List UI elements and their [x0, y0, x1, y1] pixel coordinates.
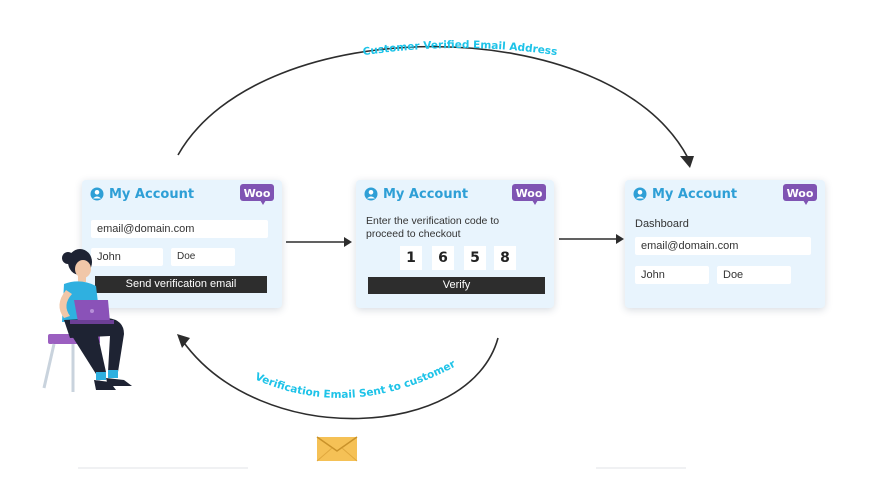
top-arc-arrowhead [680, 156, 694, 168]
arrow-right-icon [616, 234, 624, 244]
top-arc-label: Customer Verified Email Address [362, 39, 558, 58]
woo-logo: Woo [240, 184, 274, 205]
email-field[interactable]: email@domain.com [635, 237, 811, 255]
dashboard-heading: Dashboard [635, 218, 689, 230]
account-title: My Account [383, 186, 469, 202]
user-circle-icon [633, 187, 647, 201]
email-field[interactable]: email@domain.com [91, 220, 268, 238]
card-enter-code: My Account Woo Enter the verification co… [356, 180, 554, 308]
code-digit[interactable]: 5 [464, 246, 486, 270]
woo-logo: Woo [512, 184, 546, 205]
card-dashboard: My Account Woo Dashboard email@domain.co… [625, 180, 825, 308]
top-arc [177, 45, 689, 159]
verify-button[interactable]: Verify [368, 277, 545, 294]
bottom-arc [181, 337, 499, 420]
code-digit[interactable]: 1 [400, 246, 422, 270]
woo-logo: Woo [783, 184, 817, 205]
baseline-strip [78, 467, 248, 469]
send-verification-button[interactable]: Send verification email [95, 276, 267, 293]
first-name-field[interactable]: John [635, 266, 709, 284]
bottom-arc-arrowhead [177, 334, 190, 348]
account-title: My Account [109, 186, 195, 202]
svg-text:Woo: Woo [516, 187, 543, 200]
card-header: My Account [625, 180, 825, 208]
last-name-field[interactable]: Doe [171, 248, 235, 266]
code-digit[interactable]: 8 [494, 246, 516, 270]
user-circle-icon [364, 187, 378, 201]
instruction-line-1: Enter the verification code to [366, 215, 500, 227]
svg-text:Woo: Woo [787, 187, 814, 200]
baseline-strip [596, 467, 686, 469]
code-digit[interactable]: 6 [432, 246, 454, 270]
account-title: My Account [652, 186, 738, 202]
instruction-line-2: proceed to checkout [366, 228, 461, 240]
first-name-field[interactable]: John [91, 248, 163, 266]
user-circle-icon [90, 187, 104, 201]
card-send-verification: My Account Woo email@domain.com John Doe… [82, 180, 282, 308]
card-header: My Account [82, 180, 282, 208]
bottom-arc-label: Verification Email Sent to customer [253, 358, 458, 401]
last-name-field[interactable]: Doe [717, 266, 791, 284]
arrow-right-icon [344, 237, 352, 247]
card-header: My Account [356, 180, 554, 208]
svg-text:Woo: Woo [244, 187, 271, 200]
